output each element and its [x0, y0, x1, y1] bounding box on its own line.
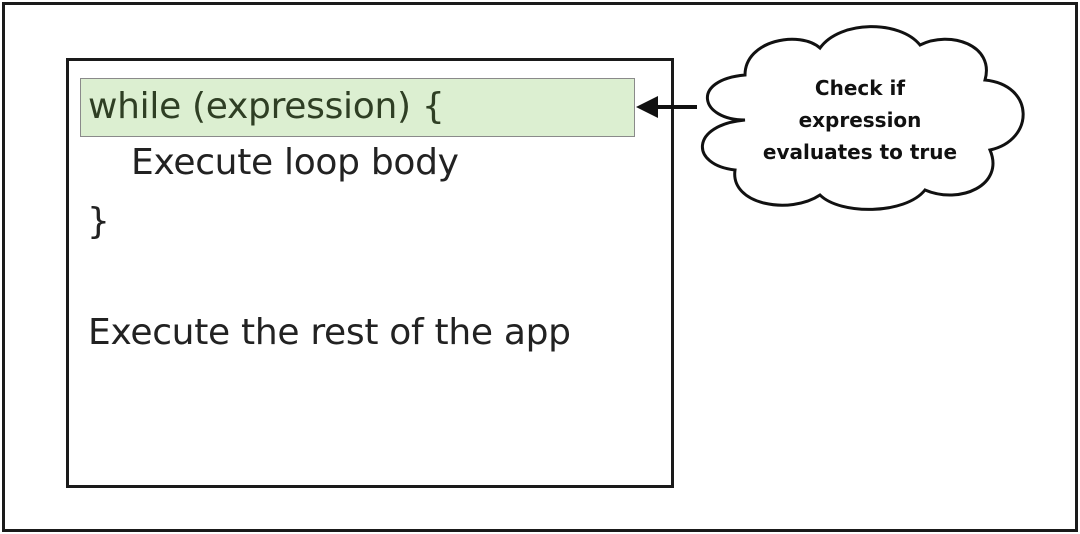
- while-line: while (expression) {: [88, 86, 445, 127]
- callout-text: Check if expression evaluates to true: [740, 72, 980, 168]
- rest-of-app-line: Execute the rest of the app: [88, 312, 571, 353]
- callout-line-1: Check if: [814, 76, 906, 100]
- callout-line-2: expression: [798, 108, 922, 132]
- condition-highlight: [80, 78, 635, 137]
- callout-line-3: evaluates to true: [762, 140, 958, 164]
- closing-brace: }: [87, 201, 110, 242]
- loop-body-line: Execute loop body: [131, 142, 459, 183]
